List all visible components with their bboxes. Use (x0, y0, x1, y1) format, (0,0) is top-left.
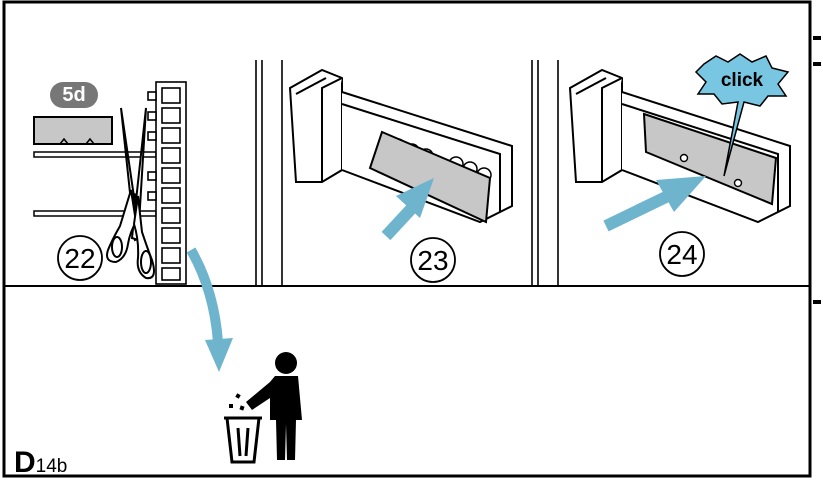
click-callout-label: click (721, 70, 764, 91)
edge-mark (813, 62, 821, 66)
step-badge (50, 82, 98, 108)
step-number: 24 (666, 239, 697, 270)
figure-reference-subscript: 14b (35, 456, 68, 477)
trash-bin-icon (224, 416, 262, 464)
cabinet-walls (531, 60, 559, 286)
step-number-circle (659, 231, 705, 277)
push-arrow (381, 178, 434, 241)
spare-strip (33, 116, 113, 145)
figure-reference-letter: D (14, 446, 36, 479)
discard-arrow (186, 247, 233, 372)
cabinet-walls (255, 60, 283, 286)
click-callout: click (694, 53, 790, 177)
person-discarding-icon (246, 352, 302, 460)
step-number-circle (410, 237, 456, 283)
cover-plate (368, 130, 492, 224)
edge-mark (813, 36, 821, 40)
step-24-click-in-place: click 24 (531, 53, 791, 286)
scissors-icon (106, 107, 155, 280)
step-22-cutting: 5d (33, 81, 187, 285)
step-badge-label: 5d (62, 84, 85, 106)
figure-reference: D14b (14, 448, 67, 478)
sheet-border (2, 0, 812, 478)
step-23-insert-cover: 23 (255, 60, 513, 286)
push-arrow (603, 176, 706, 232)
step-number: 23 (417, 245, 448, 276)
step-number-circle (57, 235, 103, 281)
falling-debris (229, 393, 245, 411)
ladder-strip (147, 81, 187, 285)
step-number: 22 (64, 243, 95, 274)
edge-mark (813, 300, 821, 304)
